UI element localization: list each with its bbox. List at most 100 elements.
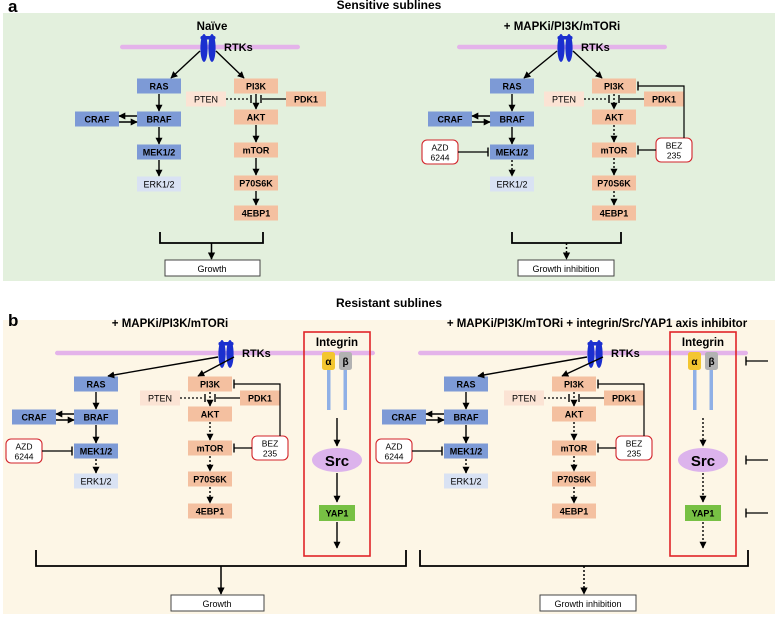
a-right-bez235-line1: BEZ (666, 141, 683, 151)
b-right-pten-label: PTEN (512, 394, 536, 404)
b-right-rtks-label: RTKs (611, 348, 640, 360)
a-left-craf-label: CRAF (85, 115, 110, 125)
a-right-bez235-line2: 235 (667, 151, 681, 161)
panel-a-right-outcome: Growth inhibition (517, 259, 615, 277)
b-right-azd6244-line1: AZD (386, 442, 403, 452)
b-right-4ebp1-label: 4EBP1 (560, 507, 589, 517)
a-left-p70s6k: P70S6K (234, 175, 278, 191)
b-right-mek: MEK1/2 (444, 443, 488, 459)
b-right-pi3k: PI3K (552, 376, 596, 392)
b-right-erk: ERK1/2 (444, 473, 488, 489)
b-left-akt: AKT (188, 406, 232, 422)
b-left-4ebp1-label: 4EBP1 (196, 507, 225, 517)
a-left-braf: BRAF (137, 111, 181, 127)
b-right-integrin-module-integrin-label: Integrin (682, 337, 724, 349)
panel-b-left-outcome: Growth (170, 594, 265, 612)
a-left-pten-label: PTEN (194, 95, 218, 105)
a-right-erk-label: ERK1/2 (496, 180, 527, 190)
b-right-pten: PTEN (504, 390, 544, 406)
b-left-integrin-module-alpha: α (325, 357, 332, 368)
b-right-growth-bracket (419, 550, 749, 595)
b-right-integrin-module-yap1: YAP1 (685, 505, 721, 521)
panel-b-left-heading: + MAPKi/PI3K/mTORi (112, 318, 228, 330)
b-right-craf: CRAF (382, 409, 426, 425)
b-left-erk-label: ERK1/2 (80, 477, 111, 487)
panel-a-letter: a (8, 0, 18, 16)
b-left-craf: CRAF (12, 409, 56, 425)
a-right-mtor: mTOR (592, 142, 636, 158)
b-right-pi3k-label: PI3K (564, 380, 585, 390)
a-right-rtks-label: RTKs (581, 42, 610, 54)
a-right-braf-label: BRAF (500, 115, 525, 125)
a-left-4ebp1-label: 4EBP1 (242, 209, 271, 219)
panel-a-left-heading: Naïve (197, 21, 228, 33)
svg-text:Growth inhibition: Growth inhibition (554, 599, 621, 609)
a-left-p70s6k-label: P70S6K (239, 179, 273, 189)
a-left-mtor-label: mTOR (243, 146, 270, 156)
b-left-rtks-label: RTKs (242, 348, 271, 360)
b-right-integrin-module-alpha: α (691, 357, 698, 368)
a-right-braf: BRAF (490, 111, 534, 127)
b-left-integrin-module-src-label: Src (325, 453, 349, 470)
b-right-bez235-line1: BEZ (626, 439, 643, 449)
svg-text:Growth: Growth (197, 264, 226, 274)
b-left-mek-label: MEK1/2 (80, 447, 113, 457)
a-right-akt: AKT (592, 109, 636, 125)
b-right-p70s6k: P70S6K (552, 471, 596, 487)
a-right-akt-label: AKT (605, 113, 624, 123)
b-left-integrin-module-beta: β (342, 357, 348, 368)
b-left-braf-label: BRAF (84, 413, 109, 423)
a-right-pdk1: PDK1 (644, 91, 684, 107)
b-left-p70s6k: P70S6K (188, 471, 232, 487)
b-left-integrin-module-yap1: YAP1 (319, 505, 355, 521)
a-left-mek-label: MEK1/2 (143, 148, 176, 158)
panel-a-right-heading: + MAPKi/PI3K/mTORi (504, 21, 620, 33)
b-left-pi3k-label: PI3K (200, 380, 221, 390)
a-left-pdk1: PDK1 (286, 91, 326, 107)
b-left-growth-bracket (35, 550, 407, 595)
b-left-integrin-module-src: Src (312, 448, 362, 472)
b-right-akt-label: AKT (565, 410, 584, 420)
a-left-mtor: mTOR (234, 142, 278, 158)
b-left-mtor: mTOR (188, 440, 232, 456)
b-right-akt: AKT (552, 406, 596, 422)
b-right-integrin-module-src: Src (678, 448, 728, 472)
b-left-membrane (55, 350, 375, 356)
b-left-mek: MEK1/2 (74, 443, 118, 459)
b-left-azd6244-line1: AZD (16, 442, 33, 452)
a-left-receptor-icon (200, 34, 216, 62)
b-left-integrin-module-yap1-label: YAP1 (326, 509, 349, 519)
b-right-azd6244-line2: 6244 (385, 452, 404, 462)
b-right-mtor: mTOR (552, 440, 596, 456)
a-left-ras-label: RAS (149, 82, 168, 92)
b-right-integrin-module-beta: β (708, 357, 714, 368)
a-left-erk: ERK1/2 (137, 176, 181, 192)
panel-a-title: Sensitive sublines (337, 0, 442, 12)
b-left-erk: ERK1/2 (74, 473, 118, 489)
b-right-craf-label: CRAF (392, 413, 417, 423)
a-left-rtks-label: RTKs (224, 42, 253, 54)
b-right-braf-label: BRAF (454, 413, 479, 423)
b-right-ras-label: RAS (456, 380, 475, 390)
b-left-pten-label: PTEN (148, 394, 172, 404)
b-right-p70s6k-label: P70S6K (557, 475, 591, 485)
a-right-pten: PTEN (544, 91, 584, 107)
a-right-ras: RAS (490, 78, 534, 94)
b-right-4ebp1: 4EBP1 (552, 503, 596, 519)
b-right-pdk1: PDK1 (604, 390, 644, 406)
a-left-mek: MEK1/2 (137, 144, 181, 160)
b-left-ras-label: RAS (86, 380, 105, 390)
a-left-pi3k-label: PI3K (246, 82, 267, 92)
b-left-receptor-icon (218, 340, 234, 368)
panel-b-right-heading: + MAPKi/PI3K/mTORi + integrin/Src/YAP1 a… (447, 318, 748, 330)
b-left-mtor-label: mTOR (197, 444, 224, 454)
a-left-braf-label: BRAF (147, 115, 172, 125)
a-left-pten: PTEN (186, 91, 226, 107)
a-right-azd6244-line2: 6244 (431, 153, 450, 163)
